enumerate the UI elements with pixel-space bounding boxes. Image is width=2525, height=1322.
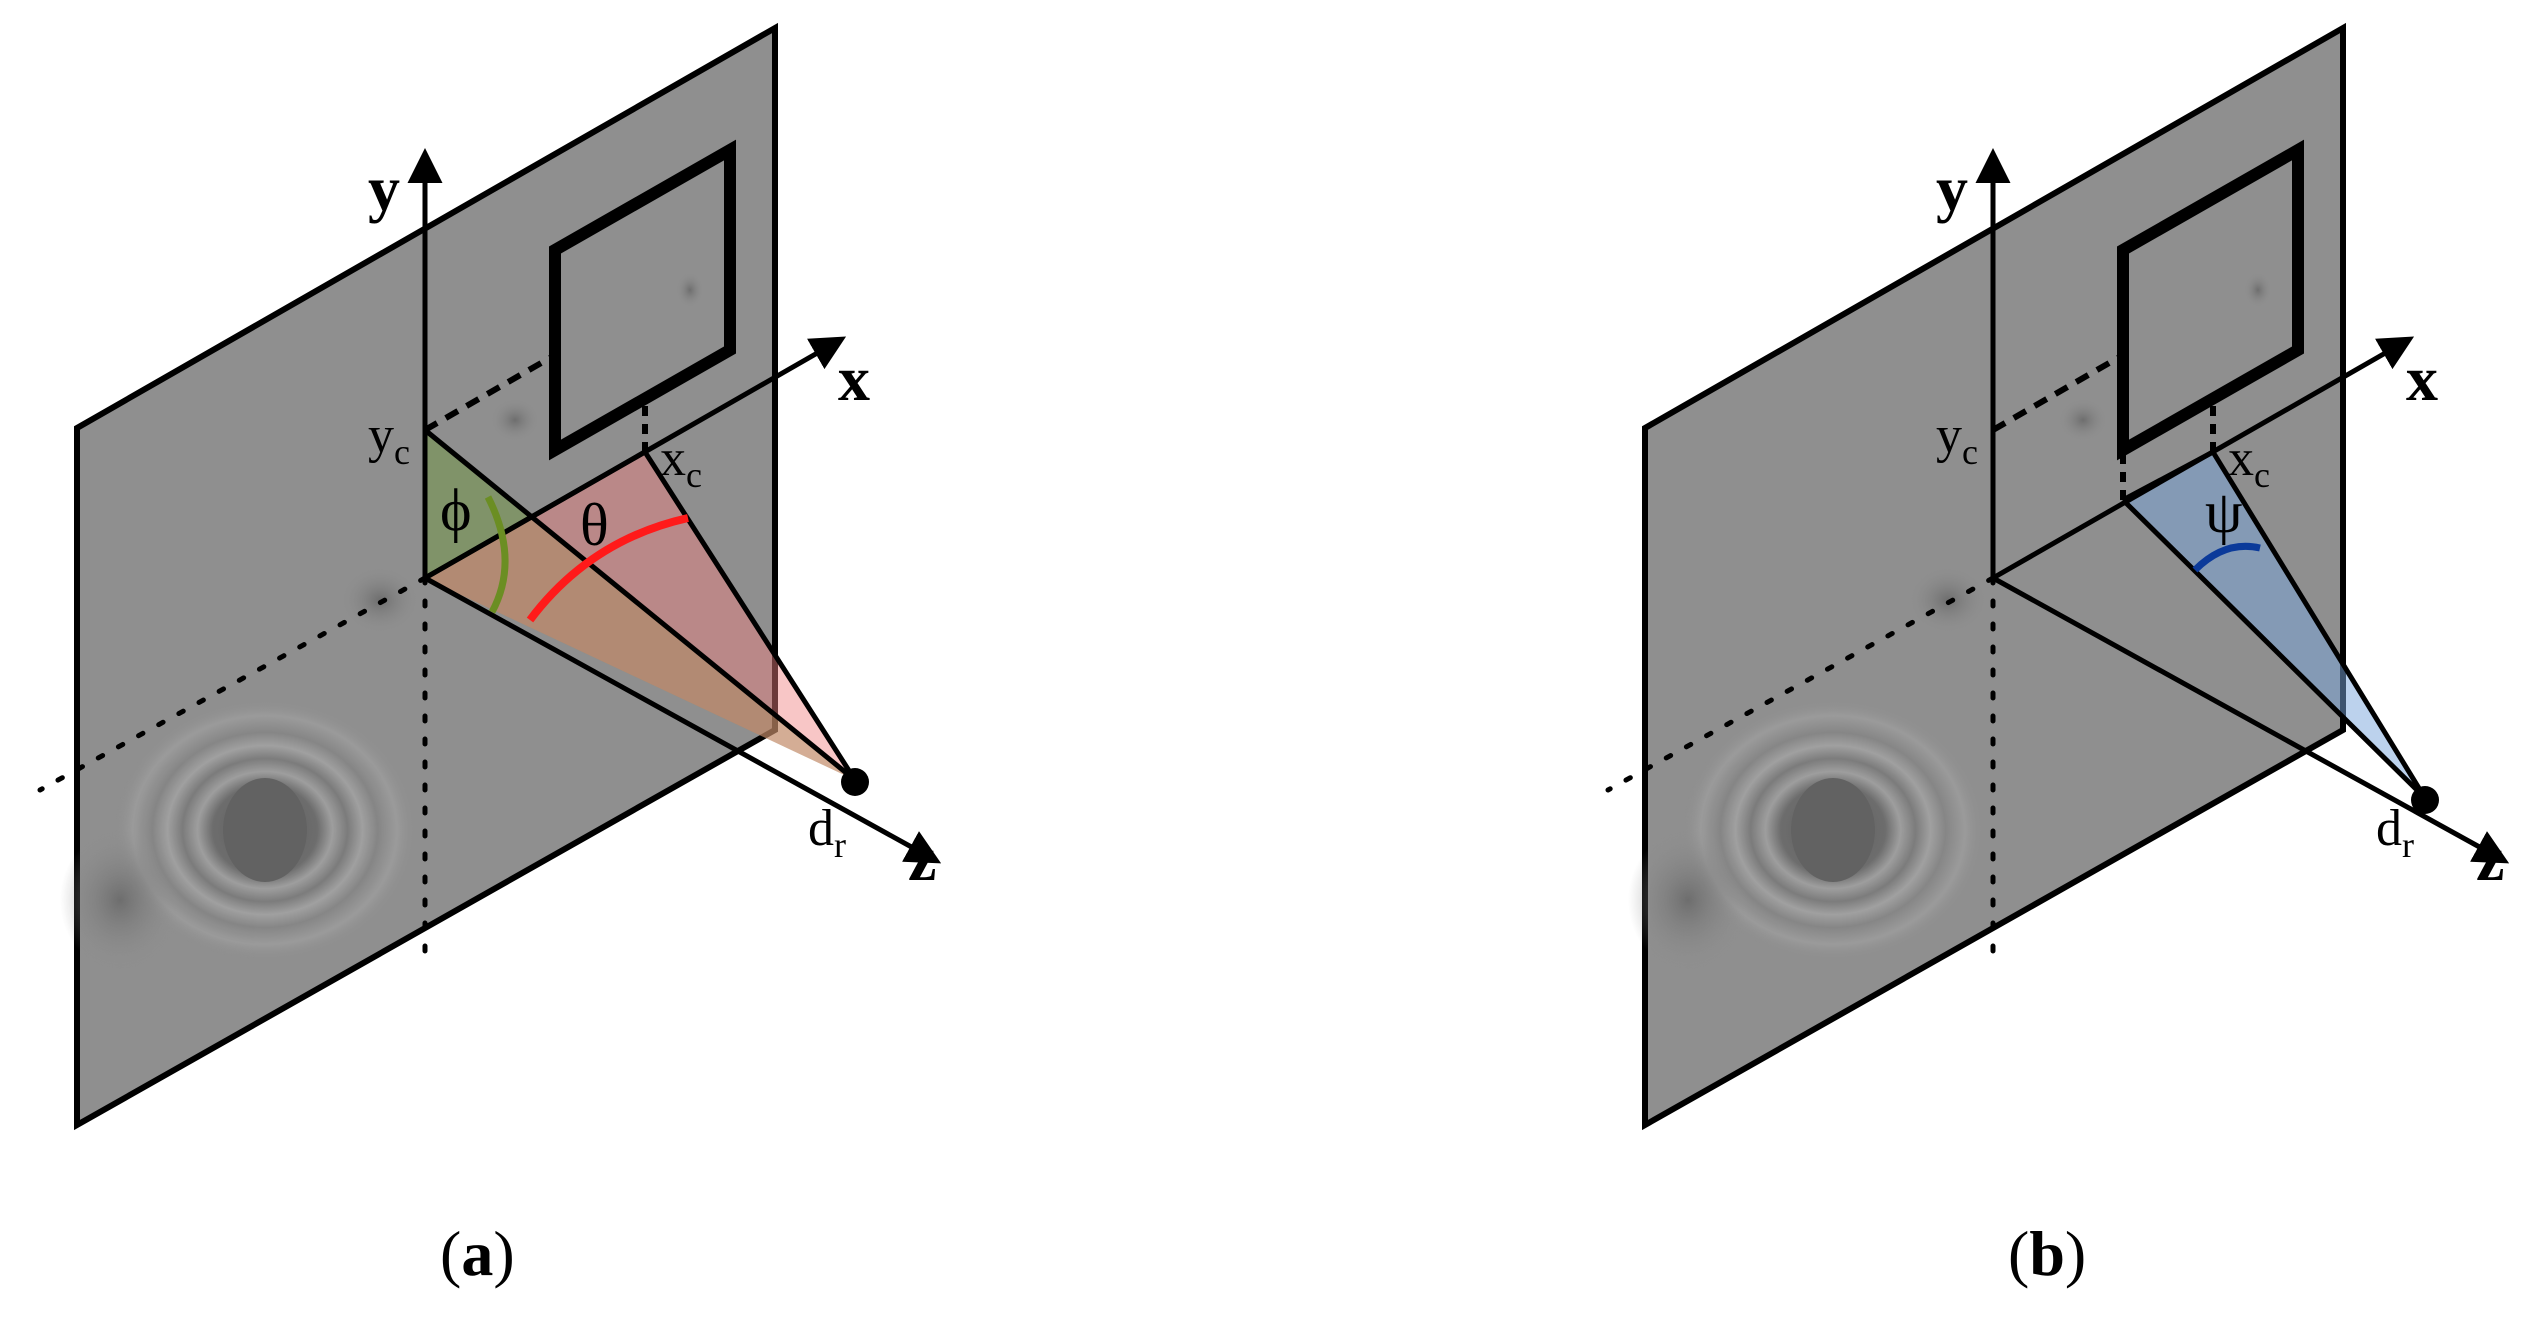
yc-label: yc bbox=[1936, 407, 1978, 472]
ray-xc bbox=[2210, 450, 2428, 800]
x-axis-label: x bbox=[2406, 343, 2438, 414]
z-axis-label: z bbox=[908, 823, 936, 894]
xc-label: xc bbox=[2228, 430, 2270, 495]
yc-dashed bbox=[423, 352, 557, 433]
ray-yc bbox=[423, 428, 857, 782]
dr-point bbox=[841, 768, 869, 796]
edge-roi bbox=[2121, 449, 2215, 503]
dr-label: dr bbox=[808, 800, 846, 865]
x-axis-label: x bbox=[838, 343, 870, 414]
roi-square bbox=[549, 139, 736, 461]
z-axis bbox=[1991, 575, 2510, 864]
dr-label: dr bbox=[2376, 800, 2414, 865]
psi-arc bbox=[2192, 542, 2261, 573]
theta-wedge bbox=[425, 452, 855, 780]
plane-texture bbox=[1628, 272, 2272, 970]
caption-b: (b) bbox=[2008, 1218, 2086, 1289]
x-projection bbox=[1605, 575, 1996, 793]
ray-xc bbox=[642, 450, 858, 782]
theta-label: θ bbox=[580, 492, 609, 558]
plane-texture bbox=[60, 272, 704, 970]
yc-label: yc bbox=[368, 407, 410, 472]
x-projection bbox=[37, 575, 428, 793]
caption-a: (a) bbox=[440, 1218, 515, 1289]
z-axis-label: z bbox=[2476, 823, 2504, 894]
y-axis-label: y bbox=[1936, 153, 1968, 224]
yc-dashed bbox=[1991, 352, 2125, 433]
psi-wedge bbox=[2123, 452, 2425, 798]
roi-square bbox=[2117, 139, 2304, 461]
xc-label: xc bbox=[660, 430, 702, 495]
z-axis bbox=[423, 575, 942, 864]
phi-label: ϕ bbox=[440, 477, 472, 543]
y-axis-label: y bbox=[368, 153, 400, 224]
panel-a: y x z yc xc dr ϕ θ (a) bbox=[37, 22, 942, 1289]
panel-b: y x z yc xc dr ψ (b) bbox=[1605, 22, 2510, 1289]
ray-roi bbox=[2121, 498, 2427, 800]
theta-arc bbox=[526, 514, 689, 623]
dr-point bbox=[2411, 786, 2439, 814]
psi-label: ψ bbox=[2205, 479, 2243, 545]
edge-xc bbox=[423, 449, 647, 581]
phi-arc bbox=[484, 495, 509, 614]
